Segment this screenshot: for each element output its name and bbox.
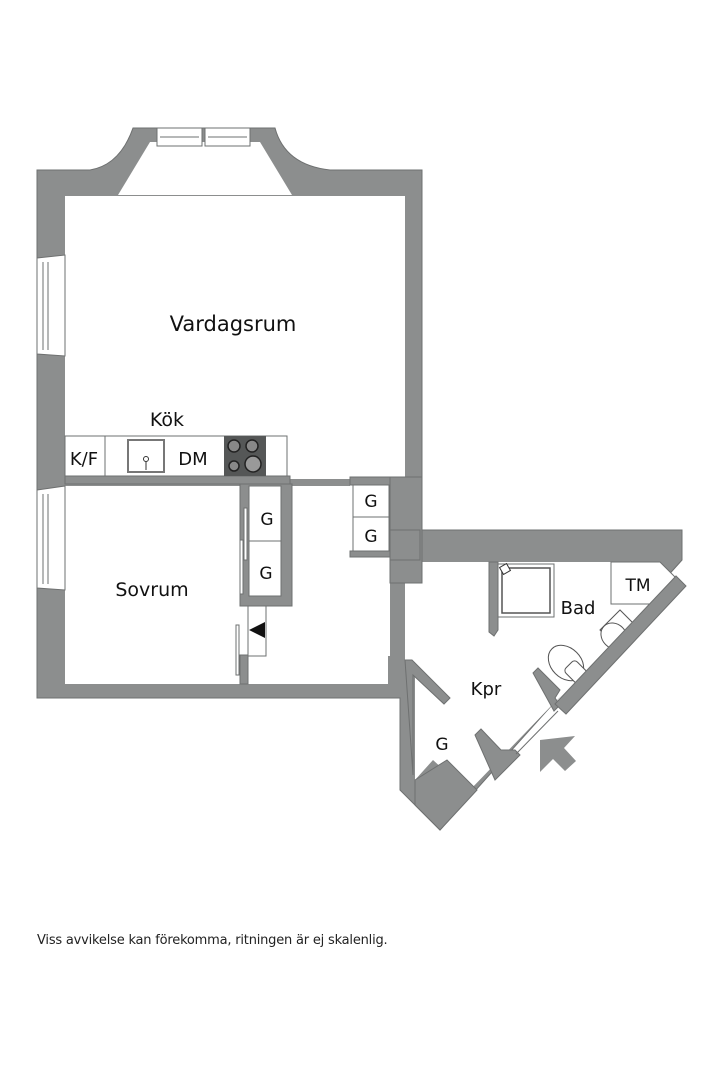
window-left-upper bbox=[36, 254, 66, 357]
label-sovrum: Sovrum bbox=[115, 579, 188, 601]
label-wardrobe-2: G bbox=[259, 564, 272, 584]
label-wardrobe-1: G bbox=[260, 510, 273, 530]
bathroom bbox=[488, 561, 687, 715]
stove-icon bbox=[224, 436, 266, 476]
entrance-threshold bbox=[515, 710, 559, 755]
wardrobe-hall-left bbox=[239, 483, 293, 607]
kitchen-counter bbox=[64, 435, 291, 485]
direction-arrow-icon bbox=[249, 622, 265, 638]
label-vardagsrum: Vardagsrum bbox=[170, 312, 297, 336]
label-kpr: Kpr bbox=[471, 679, 502, 700]
room-labels: Vardagsrum Kök Sovrum Bad Kpr K/F DM TM … bbox=[70, 312, 651, 755]
label-wardrobe-5: G bbox=[435, 735, 448, 755]
label-washing-machine: TM bbox=[624, 576, 650, 596]
label-wardrobe-4: G bbox=[364, 527, 377, 547]
window-bay bbox=[156, 127, 251, 147]
disclaimer-text: Viss avvikelse kan förekomma, ritningen … bbox=[37, 933, 388, 948]
label-wardrobe-3: G bbox=[364, 492, 377, 512]
sink-icon bbox=[127, 439, 165, 473]
bedroom-door bbox=[235, 605, 267, 685]
shower-head-icon bbox=[498, 562, 512, 576]
label-dishwasher: DM bbox=[178, 449, 207, 470]
label-kok: Kök bbox=[150, 409, 184, 431]
entrance-arrow-icon bbox=[540, 736, 576, 772]
label-bad: Bad bbox=[561, 598, 596, 619]
label-fridge-freezer: K/F bbox=[70, 449, 98, 470]
wardrobe-hall-right bbox=[349, 476, 423, 584]
kpr-walls bbox=[404, 659, 521, 831]
window-left-lower bbox=[36, 485, 66, 591]
